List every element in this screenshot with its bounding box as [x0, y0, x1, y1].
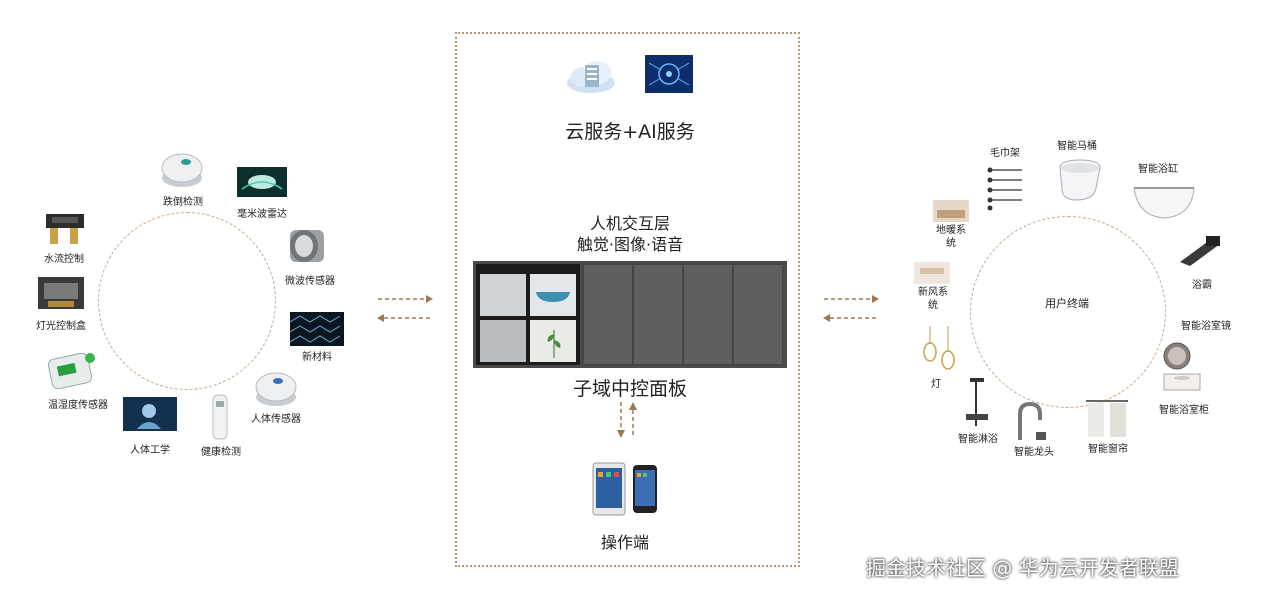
panel-button-cell-1	[583, 264, 633, 365]
human-sensor-icon	[255, 372, 297, 406]
right-device-ring	[970, 216, 1166, 408]
smart-cabinet-icon	[1163, 373, 1201, 391]
label-ergonomics: 人体工学	[130, 445, 170, 456]
label-fresh-air: 新风系统	[918, 287, 948, 311]
subdomain-panel-title: 子域中控面板	[572, 378, 687, 400]
panel-touchscreen	[476, 264, 580, 365]
ergonomics-icon	[123, 397, 177, 431]
label-towel-rack: 毛巾架	[990, 148, 1020, 159]
center-dotted-frame	[455, 32, 800, 567]
smartphone-icon	[633, 465, 657, 513]
microwave-sensor-icon	[290, 230, 324, 262]
new-material-icon	[290, 312, 344, 346]
label-microwave-sensor: 微波传感器	[285, 276, 335, 287]
smart-curtain-icon	[1086, 400, 1128, 437]
smart-bathtub-icon	[1133, 187, 1195, 219]
center-to-right-arrow	[823, 295, 879, 322]
label-new-material: 新材料	[302, 352, 332, 363]
mmwave-radar-icon	[237, 167, 287, 197]
control-panel-image	[473, 261, 787, 368]
water-flow-control-icon	[46, 214, 84, 244]
label-smart-shower: 智能淋浴	[958, 434, 998, 445]
smart-faucet-icon	[1018, 401, 1046, 440]
label-smart-cabinet: 智能浴室柜	[1159, 405, 1209, 416]
label-lamp: 灯	[931, 379, 941, 390]
tablet-icon	[592, 462, 626, 516]
screen-thumb-shower	[480, 274, 526, 316]
panel-button-cell-4	[733, 264, 783, 365]
operator-title: 操作端	[600, 533, 649, 552]
label-temp-humidity-sensor: 温湿度传感器	[48, 400, 108, 411]
watermark: 掘金技术社区 @ 华为云开发者联盟	[866, 556, 1179, 580]
smart-toilet-icon	[1059, 159, 1101, 201]
temp-humidity-sensor-icon	[47, 352, 95, 390]
label-human-sensor: 人体传感器	[251, 414, 301, 425]
towel-rack-icon	[987, 167, 1022, 211]
label-health-detection: 健康检测	[201, 447, 241, 458]
label-smart-mirror: 智能浴室镜	[1181, 321, 1231, 332]
user-terminal-label: 用户终端	[1045, 297, 1089, 310]
health-detection-icon	[212, 394, 228, 440]
panel-button-cell-2	[633, 264, 683, 365]
left-to-center-arrow	[377, 295, 433, 322]
floor-heating-icon	[933, 200, 969, 222]
label-smart-bathtub: 智能浴缸	[1138, 164, 1178, 175]
ai-brain-icon	[645, 55, 693, 93]
label-mmwave-radar: 毫米波雷达	[237, 209, 287, 220]
hmi-layer-title: 人机交互层	[589, 214, 670, 233]
panel-operator-arrows	[617, 402, 637, 438]
fall-detection-sensor-icon	[161, 153, 203, 187]
left-device-ring	[98, 212, 276, 390]
label-water-flow: 水流控制	[44, 254, 84, 265]
hmi-modes-subtitle: 触觉·图像·语音	[576, 235, 684, 254]
plant-leaf-icon	[547, 330, 561, 358]
label-smart-curtain: 智能窗帘	[1088, 444, 1128, 455]
light-control-box-icon	[38, 277, 84, 309]
smart-shower-icon	[966, 378, 988, 426]
fresh-air-icon	[914, 262, 950, 284]
label-bath-heater: 浴霸	[1192, 280, 1212, 291]
label-smart-toilet: 智能马桶	[1057, 141, 1097, 152]
smart-mirror-icon	[1163, 342, 1191, 370]
screen-thumb-toilet	[480, 320, 526, 362]
cloud-ai-service-title: 云服务+AI服务	[565, 121, 695, 143]
panel-button-cell-3	[683, 264, 733, 365]
label-smart-faucet: 智能龙头	[1014, 447, 1054, 458]
bathtub-thumb-icon	[536, 292, 570, 302]
cloud-server-icon	[567, 61, 615, 93]
screen-thumb-plant	[530, 320, 576, 362]
label-light-control-box: 灯光控制盒	[36, 321, 86, 332]
bath-heater-icon	[1180, 236, 1220, 266]
lamp-icon	[923, 326, 955, 370]
label-fall-detection: 跌倒检测	[163, 197, 203, 208]
label-floor-heating: 地暖系统	[936, 225, 966, 249]
